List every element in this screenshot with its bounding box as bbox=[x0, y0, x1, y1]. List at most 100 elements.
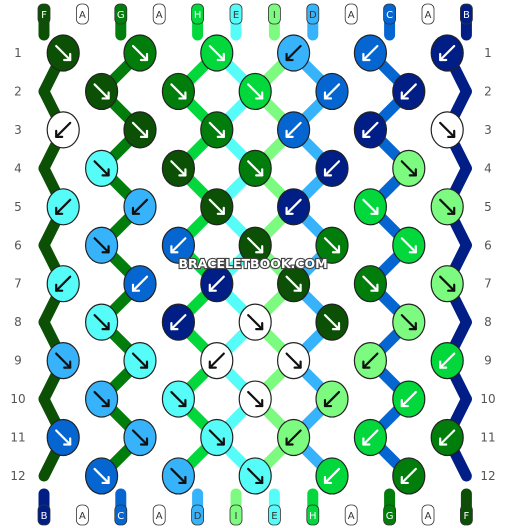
knot bbox=[161, 457, 195, 495]
top-string-label-text: D bbox=[309, 10, 317, 21]
row-number-right: 10 bbox=[480, 392, 495, 406]
knot bbox=[84, 380, 119, 418]
arrowhead bbox=[63, 52, 72, 62]
bottom-string-label: D bbox=[191, 504, 205, 526]
knot bbox=[315, 303, 349, 341]
bottom-string-label-chip bbox=[191, 504, 205, 526]
arrow-down-right-icon bbox=[400, 314, 417, 331]
knot bbox=[200, 418, 234, 457]
knot bbox=[353, 342, 387, 380]
bottom-string-label: I bbox=[229, 504, 243, 526]
row-number-left: 8 bbox=[14, 315, 22, 329]
arrowhead bbox=[400, 398, 409, 408]
row-number-right: 6 bbox=[484, 238, 492, 252]
arrow-down-right-icon bbox=[247, 83, 264, 100]
arrowhead bbox=[63, 360, 72, 369]
arrow-down-left-icon bbox=[323, 160, 341, 177]
bottom-string-label-chip bbox=[114, 504, 128, 526]
knot bbox=[123, 34, 157, 72]
arrowhead bbox=[285, 206, 294, 215]
arrow-down-right-icon bbox=[55, 352, 72, 369]
top-string-label: A bbox=[344, 3, 358, 25]
knot bbox=[430, 34, 464, 72]
arrowhead bbox=[178, 398, 187, 408]
arrow-down-left-icon bbox=[55, 198, 72, 215]
arrowhead bbox=[216, 206, 225, 215]
arrow-down-right-icon bbox=[208, 44, 225, 62]
arrow-down-left-icon bbox=[400, 467, 417, 485]
arrow-down-right-icon bbox=[93, 314, 110, 331]
bottom-string-label: E bbox=[267, 504, 281, 526]
knot bbox=[277, 34, 311, 72]
arrowhead bbox=[216, 437, 225, 446]
top-string-label-chip bbox=[76, 3, 89, 25]
top-string-label-text: E bbox=[233, 10, 239, 21]
row-number-right: 7 bbox=[484, 277, 492, 291]
arrowhead bbox=[208, 283, 217, 292]
arrowhead bbox=[101, 168, 110, 177]
arrowhead bbox=[178, 475, 187, 485]
knot bbox=[238, 226, 272, 264]
arrow-down-right-icon bbox=[55, 429, 72, 446]
bottom-string-label: A bbox=[152, 504, 166, 526]
top-string-label-chip bbox=[383, 3, 397, 25]
arrowhead bbox=[55, 283, 64, 292]
row-number-left: 2 bbox=[14, 84, 22, 98]
arrowhead bbox=[170, 322, 179, 331]
arrowhead bbox=[55, 206, 64, 215]
arrow-down-right-icon bbox=[131, 121, 149, 138]
arrow-down-right-icon bbox=[247, 390, 264, 408]
knot bbox=[353, 265, 387, 303]
knot bbox=[84, 457, 119, 495]
bottom-string-label: C bbox=[114, 504, 128, 526]
knot bbox=[84, 303, 119, 341]
knot bbox=[353, 111, 387, 149]
arrow-down-right-icon bbox=[247, 314, 264, 331]
arrowhead bbox=[439, 437, 448, 446]
row-number-left: 6 bbox=[14, 238, 22, 252]
top-string-label-chip bbox=[114, 3, 128, 25]
arrow-down-right-icon bbox=[131, 352, 149, 369]
arrowhead bbox=[139, 129, 149, 138]
bottom-string-label-text: A bbox=[348, 511, 355, 522]
arrow-down-right-icon bbox=[170, 390, 187, 408]
top-string-label-text: A bbox=[156, 10, 163, 21]
arrow-down-right-icon bbox=[208, 198, 225, 215]
bottom-string-label-chip bbox=[344, 504, 358, 526]
arrowhead bbox=[331, 322, 341, 331]
top-string-label: D bbox=[306, 3, 320, 25]
knot bbox=[46, 342, 80, 380]
arrow-down-right-icon bbox=[247, 467, 264, 485]
bottom-string-label-text: A bbox=[425, 511, 432, 522]
row-number-right: 11 bbox=[480, 431, 495, 445]
knot bbox=[200, 188, 234, 226]
arrowhead bbox=[370, 283, 379, 292]
knot bbox=[315, 457, 349, 495]
top-string-label-text: F bbox=[41, 10, 47, 21]
top-string-label-chip bbox=[459, 3, 473, 25]
knot bbox=[315, 380, 349, 418]
bottom-string-label-text: C bbox=[117, 511, 124, 522]
knot bbox=[200, 111, 234, 149]
top-string-label: A bbox=[421, 3, 435, 25]
arrowhead bbox=[285, 52, 294, 62]
knot bbox=[84, 149, 119, 187]
knot bbox=[123, 342, 157, 380]
bottom-string-label-chip bbox=[421, 504, 435, 526]
top-string-label-chip bbox=[37, 3, 51, 25]
arrowhead bbox=[439, 52, 448, 62]
row-number-left: 9 bbox=[14, 354, 22, 368]
arrow-down-left-icon bbox=[170, 314, 187, 331]
arrowhead bbox=[255, 91, 264, 100]
knot bbox=[238, 457, 272, 495]
bottom-string-label-text: B bbox=[41, 511, 48, 522]
knot bbox=[238, 72, 272, 111]
row-number-right: 9 bbox=[484, 354, 492, 368]
knot bbox=[123, 265, 157, 303]
arrow-down-right-icon bbox=[247, 237, 264, 254]
arrow-down-left-icon bbox=[285, 44, 302, 62]
top-string-label: G bbox=[114, 3, 128, 25]
arrow-down-left-icon bbox=[362, 352, 379, 369]
knot bbox=[46, 111, 80, 149]
bottom-string-label-text: F bbox=[464, 511, 470, 522]
